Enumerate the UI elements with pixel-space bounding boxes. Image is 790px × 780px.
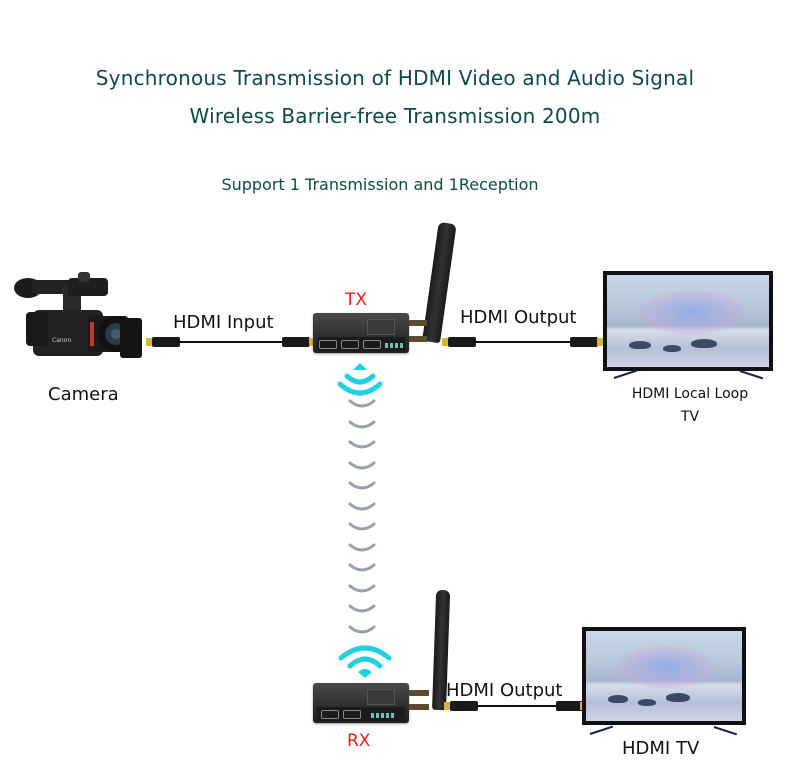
signal-relay-arc-icon — [348, 461, 376, 469]
hdmi-plug-tip — [309, 338, 315, 346]
hdmi-plug-tip — [444, 702, 450, 710]
rx-tv-icon — [582, 627, 746, 725]
antenna-icon — [422, 221, 457, 344]
wireless-receiver-icon — [313, 683, 409, 723]
tx-hdmi-output-label: HDMI Output — [460, 307, 577, 328]
rx-hdmi-output-cable — [476, 705, 556, 707]
tv-stand — [613, 369, 638, 379]
signal-relay-arc-icon — [348, 543, 376, 551]
signal-relay-arc-icon — [348, 440, 376, 449]
antenna-connector — [409, 690, 429, 696]
tx-label: TX — [345, 290, 368, 310]
antenna-connector — [409, 336, 427, 342]
rx-hdmi-output-label: HDMI Output — [446, 680, 563, 701]
signal-relay-arc-icon — [348, 584, 376, 592]
tv-stand — [739, 370, 764, 380]
rx-tv-label: HDMI TV — [622, 738, 700, 759]
loop-tv-label-line-1: HDMI Local Loop — [631, 386, 749, 402]
hdmi-plug-tip — [597, 338, 603, 346]
hdmi-plug-icon — [556, 701, 584, 711]
title-line-2: Wireless Barrier-free Transmission 200m — [189, 104, 601, 128]
signal-relay-arc-icon — [348, 420, 376, 428]
antenna-connector — [409, 704, 429, 710]
svg-text:Canon: Canon — [52, 337, 71, 344]
signal-relay-arc-icon — [348, 604, 376, 613]
hdmi-input-cable — [178, 341, 282, 343]
hdmi-plug-icon — [570, 337, 598, 347]
subtitle: Support 1 Transmission and 1Reception — [221, 175, 539, 194]
signal-relay-arc-icon — [348, 625, 376, 633]
camera-label: Camera — [48, 384, 119, 405]
tv-stand — [589, 725, 614, 735]
signal-relay-arc-icon — [348, 522, 376, 531]
signal-relay-arc-icon — [348, 563, 376, 572]
tv-screen — [586, 631, 742, 721]
wifi-signal-icon — [338, 645, 392, 678]
hdmi-plug-tip — [442, 338, 448, 346]
wifi-signal-icon — [337, 363, 383, 396]
hdmi-plug-tip — [146, 338, 152, 346]
tx-hdmi-output-cable — [474, 341, 570, 343]
hdmi-input-label: HDMI Input — [173, 312, 274, 333]
tv-screen — [607, 275, 769, 367]
antenna-connector — [409, 320, 427, 326]
rx-label: RX — [347, 731, 371, 751]
video-camera-icon: Canon — [8, 272, 148, 372]
hdmi-plug-icon — [448, 337, 476, 347]
signal-relay-arc-icon — [348, 502, 376, 510]
loop-tv-icon — [603, 271, 773, 371]
hdmi-plug-icon — [282, 337, 310, 347]
title-line-1: Synchronous Transmission of HDMI Video a… — [95, 66, 695, 90]
wireless-transmitter-icon — [313, 313, 409, 353]
hdmi-plug-icon — [450, 701, 478, 711]
signal-relay-arc-icon — [348, 481, 376, 490]
signal-relay-arc-icon — [348, 399, 376, 408]
loop-tv-label-line-2: TV — [680, 409, 700, 425]
tv-stand — [713, 726, 738, 736]
hdmi-plug-icon — [152, 337, 180, 347]
